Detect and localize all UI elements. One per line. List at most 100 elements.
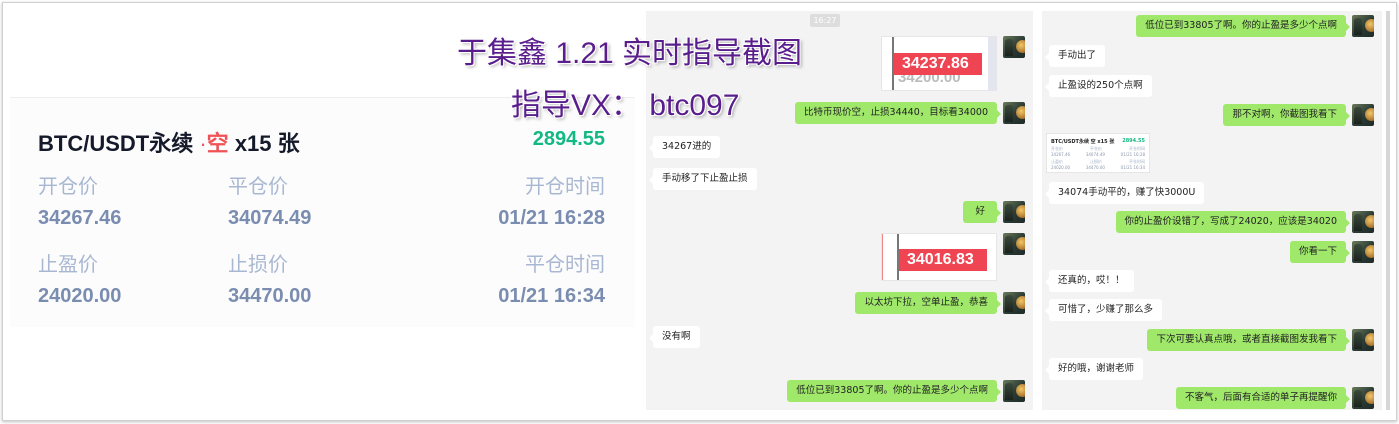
avatar[interactable]: [1003, 102, 1025, 124]
chat-message-image[interactable]: 34200.00 34237.86: [881, 36, 1025, 91]
avatar[interactable]: [1352, 104, 1374, 126]
message-bubble: 手动移了下止盈止损: [649, 168, 757, 190]
chat-message-image[interactable]: 34016.83: [881, 233, 1025, 281]
message-bubble: 不客气，后面有合适的单子再提醒你: [1175, 387, 1351, 409]
chat-message[interactable]: 你看一下: [1289, 241, 1374, 263]
chat-message[interactable]: 可惜了，少赚了那么多: [1044, 299, 1163, 321]
close-time-label: 平仓时间: [525, 252, 605, 276]
avatar[interactable]: [1003, 201, 1025, 223]
avatar[interactable]: [1003, 380, 1025, 402]
side-badge: 空: [206, 131, 229, 156]
overlay-contact: 指导VX： btc097: [511, 89, 740, 122]
mini-cell: 34470.00: [1085, 165, 1105, 170]
open-price-value: 34267.46: [38, 207, 122, 229]
chat-message[interactable]: 34074手动平的，赚了快3000U: [1044, 182, 1205, 204]
take-profit-label: 止盈价: [38, 252, 98, 276]
chat-message[interactable]: 低位已到33805了啊。你的止盈是多少个点啊: [787, 380, 1025, 402]
chart-line: [897, 234, 899, 280]
message-bubble: 以太坊下拉，空单止盈，恭喜: [855, 292, 1001, 314]
trade-card-thumbnail[interactable]: BTC/USDT永续 空 x15 张 2894.55 开仓价 平仓价 开仓时间 34…: [1046, 133, 1150, 173]
chat-panel-middle[interactable]: 16:27 34200.00 34237.86 比特币现价空，止损34440，目…: [646, 11, 1033, 410]
chat-message[interactable]: 没有啊: [649, 326, 700, 348]
mini-row: 开仓价 平仓价 开仓时间: [1051, 146, 1145, 152]
take-profit-value: 24020.00: [38, 285, 122, 307]
chart-axis: [988, 37, 996, 90]
open-time-label: 开仓时间: [525, 174, 605, 198]
chat-message[interactable]: 止盈设的250个点啊: [1045, 75, 1152, 97]
message-bubble: 低位已到33805了啊。你的止盈是多少个点啊: [1136, 15, 1350, 37]
mini-row: 止盈价 止损价 平仓时间: [1051, 159, 1145, 165]
message-bubble: 比特币现价空，止损34440，目标看34000: [795, 102, 1001, 124]
message-bubble: 止盈设的250个点啊: [1045, 75, 1152, 97]
chat-message[interactable]: 手动出了: [1044, 45, 1106, 67]
chart-line: [892, 37, 894, 90]
open-time-value: 01/21 16:28: [498, 207, 605, 229]
avatar[interactable]: [1352, 15, 1374, 37]
mini-cell: 34074.49: [1085, 152, 1105, 157]
mini-cell: 平仓时间: [1129, 159, 1145, 164]
chat-message[interactable]: 低位已到33805了啊。你的止盈是多少个点啊: [1136, 15, 1374, 37]
mini-cell: 01/21 16:28: [1120, 152, 1145, 157]
mini-cell: 平仓价: [1090, 146, 1102, 151]
message-bubble: 那不对啊，你截图我看下: [1223, 104, 1350, 126]
chat-message[interactable]: 34267进的: [648, 136, 721, 158]
message-bubble: 低位已到33805了啊。你的止盈是多少个点啊: [787, 380, 1001, 402]
leverage: x15 张: [234, 131, 300, 156]
stop-loss-label: 止损价: [228, 252, 288, 276]
chat-message[interactable]: 还真的，哎！！: [1045, 270, 1134, 292]
overlay-title: 于集鑫 1.21 实时指导截图: [457, 37, 803, 70]
chat-panel-right[interactable]: 低位已到33805了啊。你的止盈是多少个点啊 手动出了 止盈设的250个点啊 那…: [1042, 11, 1382, 410]
avatar[interactable]: [1352, 387, 1374, 409]
mini-pnl: 2894.55: [1122, 138, 1145, 144]
mini-cell: 开仓价: [1051, 146, 1063, 151]
open-price-label: 开仓价: [38, 174, 98, 198]
mini-cell: 止损价: [1090, 159, 1102, 164]
mini-cell: 34267.46: [1051, 152, 1071, 157]
price-chart-thumbnail[interactable]: 34200.00 34237.86: [881, 36, 997, 91]
message-bubble: 还真的，哎！！: [1045, 270, 1134, 292]
message-bubble: 34074手动平的，赚了快3000U: [1044, 182, 1205, 204]
chat-message[interactable]: 好: [963, 201, 1025, 223]
message-bubble: 你的止盈价设错了，写成了24020，应该是34020: [1115, 211, 1351, 233]
chat-message[interactable]: 那不对啊，你截图我看下: [1223, 104, 1374, 126]
message-bubble: 可惜了，少赚了那么多: [1044, 299, 1163, 321]
close-price-value: 34074.49: [228, 207, 312, 229]
avatar[interactable]: [1352, 241, 1374, 263]
message-bubble: 没有啊: [649, 326, 700, 348]
chart-edge: [882, 234, 883, 280]
chat-timestamp: 16:27: [810, 14, 840, 27]
chat-message[interactable]: 你的止盈价设错了，写成了24020，应该是34020: [1115, 211, 1374, 233]
mini-title: BTC/USDT永续 空 x15 张: [1051, 139, 1115, 145]
message-bubble: 你看一下: [1289, 241, 1351, 263]
close-time-value: 01/21 16:34: [498, 285, 605, 307]
avatar[interactable]: [1003, 36, 1025, 58]
chat-message[interactable]: 下次可要认真点哦，或者直接截图发我看下: [1147, 329, 1374, 351]
avatar[interactable]: [1003, 292, 1025, 314]
mini-row: 34267.46 34074.49 01/21 16:28: [1051, 152, 1145, 157]
avatar[interactable]: [1352, 329, 1374, 351]
chat-message[interactable]: 以太坊下拉，空单止盈，恭喜: [855, 292, 1025, 314]
mini-cell: 止盈价: [1051, 159, 1063, 164]
chat-message[interactable]: 不客气，后面有合适的单子再提醒你: [1175, 387, 1374, 409]
mini-cell: 开仓时间: [1129, 146, 1145, 151]
chat-scrollbar[interactable]: [1386, 11, 1390, 410]
separator: ·: [199, 131, 207, 156]
pair-name: BTC/USDT永续: [38, 131, 194, 156]
chat-message[interactable]: 手动移了下止盈止损: [649, 168, 757, 190]
message-bubble: 好: [963, 201, 1001, 223]
trade-card[interactable]: BTC/USDT永续 ·空 x15 张 2894.55 开仓价 平仓价 开仓时间…: [10, 97, 635, 327]
mini-cell: 24020.00: [1051, 165, 1071, 170]
stop-loss-value: 34470.00: [228, 285, 312, 307]
message-bubble: 手动出了: [1044, 45, 1106, 67]
close-price-label: 平仓价: [228, 174, 288, 198]
chat-message[interactable]: 比特币现价空，止损34440，目标看34000: [795, 102, 1025, 124]
avatar[interactable]: [1352, 211, 1374, 233]
chat-message[interactable]: 好的哦，谢谢老师: [1044, 358, 1144, 380]
pnl-value: 2894.55: [532, 128, 605, 150]
price-chart-thumbnail[interactable]: 34016.83: [881, 233, 997, 281]
trade-title: BTC/USDT永续 ·空 x15 张: [38, 126, 300, 158]
message-bubble: 下次可要认真点哦，或者直接截图发我看下: [1147, 329, 1350, 351]
price-tag: 34237.86: [894, 53, 982, 75]
avatar[interactable]: [1003, 233, 1025, 255]
